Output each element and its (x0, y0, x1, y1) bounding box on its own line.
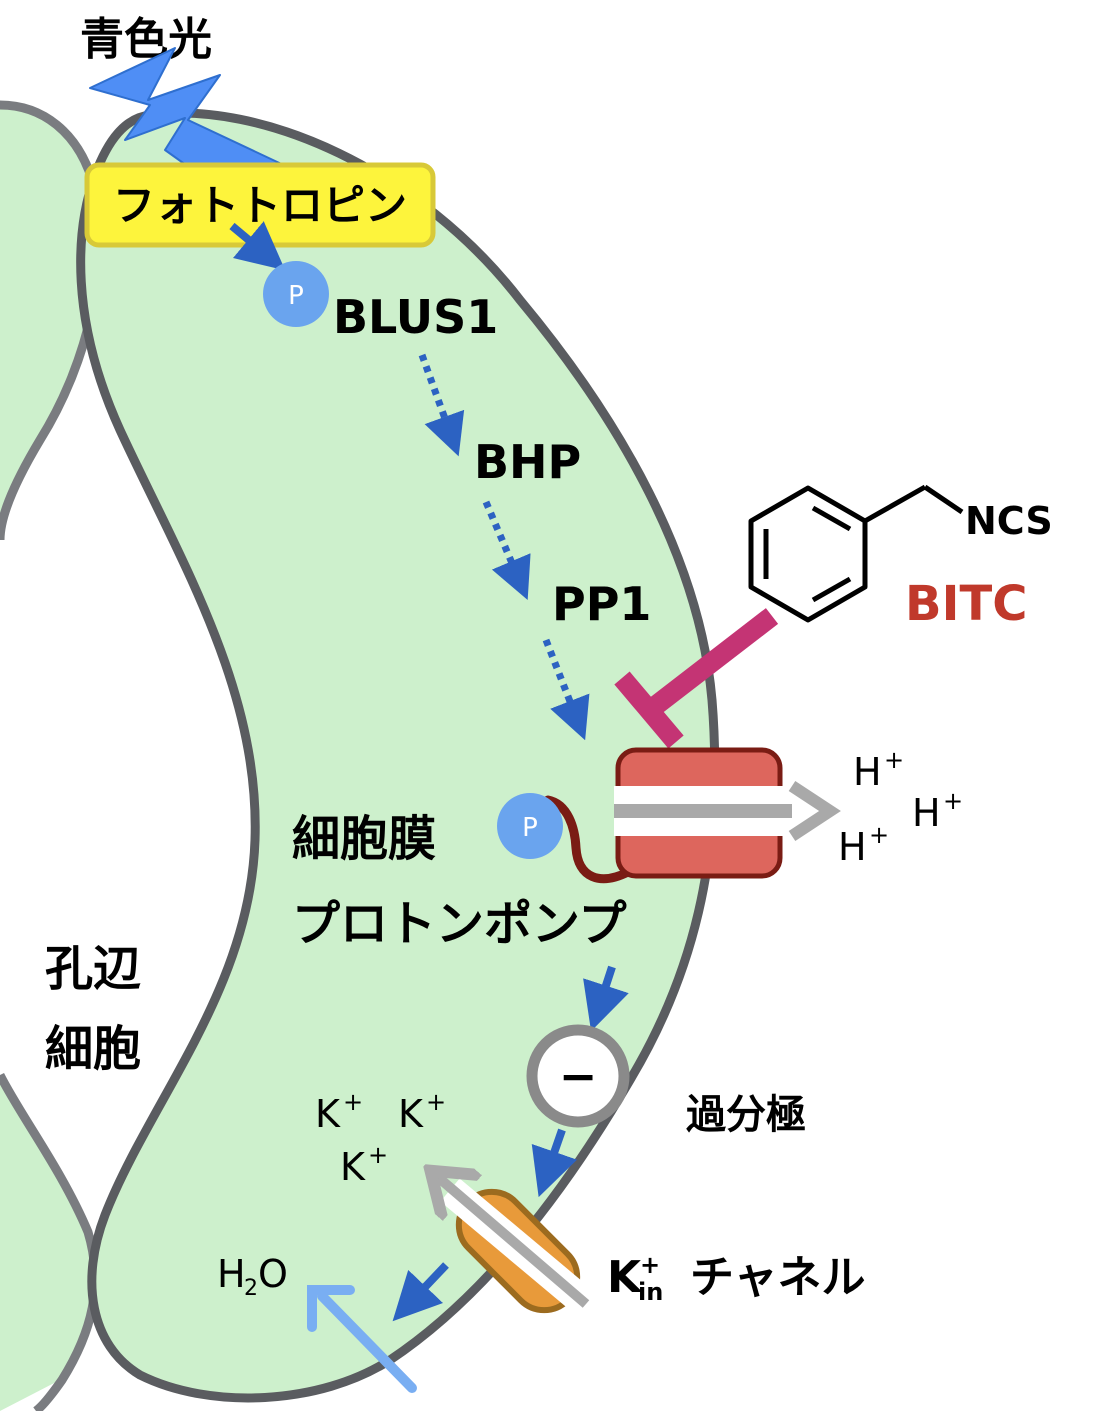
channel-to-water-arrow (392, 1262, 449, 1322)
potassium-2: K + (398, 1088, 446, 1136)
neighbor-guard-cell (0, 105, 100, 1411)
potassium-1: K + (315, 1088, 363, 1136)
hyperpolarization-label: 過分極 (686, 1092, 806, 1138)
water-influx-arrow (317, 1291, 417, 1393)
svg-text:2: 2 (244, 1276, 258, 1301)
bitc-inhibition-line (643, 608, 779, 718)
svg-text:+: + (368, 1141, 388, 1169)
svg-text:K: K (315, 1092, 341, 1136)
proton-pump-arrowhead (788, 780, 841, 842)
blus1-label: BLUS1 (333, 290, 498, 344)
bitc-structure (748, 484, 964, 623)
channel-label: チャネル (690, 1252, 866, 1303)
blue-light-label: 青色光 (80, 14, 212, 65)
water-label: H 2 O (217, 1252, 288, 1301)
svg-text:K: K (398, 1092, 424, 1136)
bhp-to-pp1-arrow (482, 500, 531, 601)
svg-text:H: H (912, 791, 941, 835)
pp1-label: PP1 (552, 577, 651, 631)
kin-label-sup: + (640, 1251, 660, 1279)
proton-pump-label-line2: プロトンポンプ (292, 896, 627, 952)
guard-cell-label-line2: 細胞 (45, 1021, 141, 1077)
svg-text:K: K (340, 1145, 366, 1189)
bitc-inhibition-bar (614, 671, 684, 749)
pump-to-hyperpolarization-arrow (583, 965, 629, 1032)
proton-pump-channel-core (614, 804, 792, 818)
potassium-3: K + (340, 1141, 388, 1189)
svg-text:+: + (943, 787, 963, 815)
guard-cell-label-line1: 孔辺 (45, 941, 141, 997)
svg-text:H: H (217, 1252, 246, 1296)
hyperpolarization-to-channel-arrow (531, 1128, 578, 1198)
pump-phospho-circle (497, 793, 563, 859)
phototropin-to-blus1-arrow (229, 221, 286, 271)
svg-text:+: + (869, 821, 889, 849)
proton-pump-label-line1: 細胞膜 (292, 811, 436, 867)
svg-text:+: + (426, 1088, 446, 1116)
proton-1: H + (853, 746, 904, 794)
blus1-phospho-label: P (288, 281, 304, 311)
proton-2: H + (912, 787, 963, 835)
kin-label-k: K (607, 1252, 643, 1303)
svg-text:+: + (884, 746, 904, 774)
svg-text:H: H (853, 750, 882, 794)
blus1-to-bhp-arrow (418, 353, 465, 457)
svg-text:O: O (258, 1252, 288, 1296)
hyperpolarization-circle (526, 1024, 630, 1128)
water-influx-arrowhead (307, 1285, 355, 1332)
bitc-label: BITC (905, 576, 1027, 632)
phototropin-label: フォトトロピン (113, 181, 407, 230)
bhp-label: BHP (474, 435, 581, 489)
ncs-label: NCS (965, 499, 1053, 543)
svg-text:+: + (343, 1088, 363, 1116)
pump-phospho-label: P (522, 813, 538, 843)
proton-3: H + (838, 821, 889, 869)
svg-text:H: H (838, 825, 867, 869)
kin-label-sub: in (638, 1278, 663, 1306)
hyperpolarization-minus: − (559, 1049, 598, 1103)
potassium-influx-arrow (432, 1172, 590, 1308)
blus1-phospho-circle (263, 261, 329, 327)
pump-tail (543, 795, 633, 884)
pp1-to-pump-arrow (542, 638, 590, 741)
